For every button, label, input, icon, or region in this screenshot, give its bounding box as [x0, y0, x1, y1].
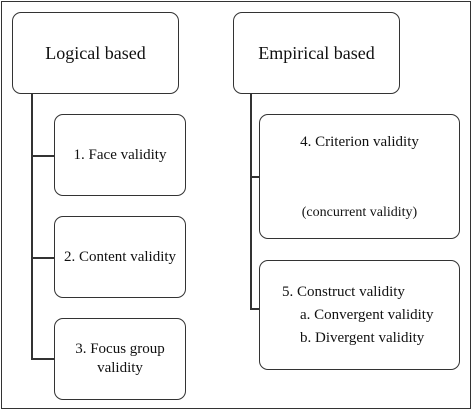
empirical-based-label: Empirical based	[258, 42, 375, 63]
left-branch-line-1	[31, 155, 55, 157]
focus-group-label-line1: 3. Focus group	[75, 341, 165, 357]
left-branch-line-2	[31, 257, 55, 259]
divergent-validity-label: b. Divergent validity	[300, 330, 425, 346]
left-trunk-line	[31, 93, 33, 359]
focus-group-validity-box: 3. Focus group validity	[54, 318, 186, 400]
empirical-based-header: Empirical based	[233, 12, 400, 94]
criterion-validity-label: 4. Criterion validity	[300, 134, 419, 150]
face-validity-label: 1. Face validity	[73, 146, 167, 163]
focus-group-label-line2: validity	[97, 360, 143, 376]
right-trunk-line	[250, 93, 252, 309]
left-branch-line-3	[31, 358, 55, 360]
right-branch-line-1	[250, 176, 260, 178]
construct-validity-box: 5. Construct validity a. Convergent vali…	[259, 260, 460, 370]
logical-based-header: Logical based	[12, 12, 179, 94]
criterion-validity-box: 4. Criterion validity (concurrent validi…	[259, 114, 460, 239]
convergent-validity-label: a. Convergent validity	[300, 307, 434, 323]
logical-based-label: Logical based	[45, 42, 146, 63]
content-validity-label: 2. Content validity	[63, 248, 177, 265]
right-branch-line-2	[250, 308, 260, 310]
face-validity-box: 1. Face validity	[54, 114, 186, 196]
concurrent-validity-label: (concurrent validity)	[301, 205, 418, 220]
construct-validity-label: 5. Construct validity	[282, 284, 405, 300]
content-validity-box: 2. Content validity	[54, 216, 186, 298]
